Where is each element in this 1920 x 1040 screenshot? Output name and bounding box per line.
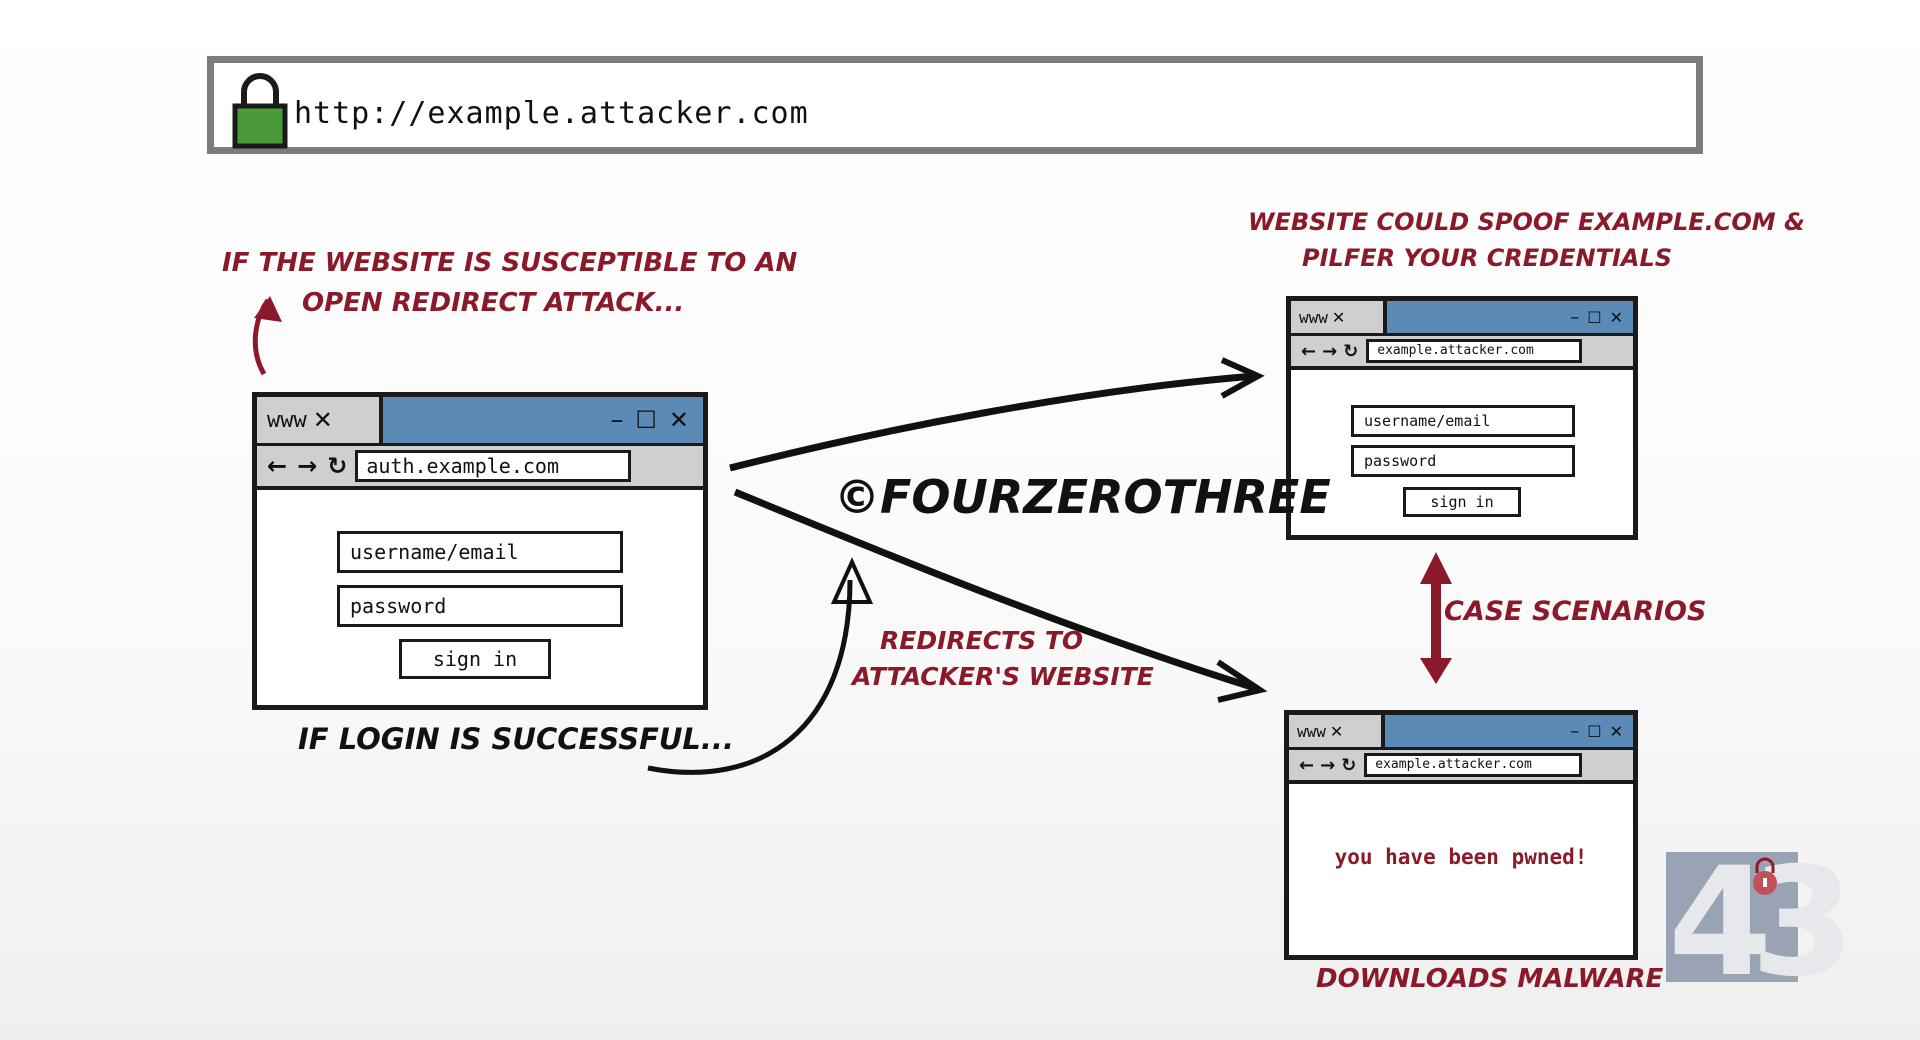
spoof-line2: PILFER YOUR CREDENTIALS bbox=[1302, 244, 1673, 272]
fourzerothree-logo: 43 bbox=[1666, 836, 1855, 1010]
arrow-to-spoof bbox=[729, 372, 1256, 472]
browser-window-auth: www ✕ – ☐ ✕ ← → ↻ auth.example.com usern… bbox=[252, 392, 708, 710]
refresh-icon[interactable]: ↻ bbox=[1341, 754, 1357, 776]
close-icon[interactable]: ✕ bbox=[668, 406, 689, 434]
arrow-to-malware bbox=[733, 488, 1257, 692]
maximize-icon[interactable]: ☐ bbox=[635, 406, 657, 434]
titlebar-www: www bbox=[1299, 307, 1328, 327]
open-redirect-line2: OPEN REDIRECT ATTACK... bbox=[302, 288, 685, 318]
back-icon[interactable]: ← bbox=[1301, 340, 1317, 362]
url-text: http://example.attacker.com bbox=[294, 96, 809, 131]
watermark: ©FOURZEROTHREE bbox=[834, 470, 1331, 524]
username-field[interactable]: username/email bbox=[1351, 405, 1575, 437]
browser-window-spoof: www ✕ – ☐ ✕ ← → ↻ example.attacker.com u… bbox=[1286, 296, 1638, 540]
pwned-message: you have been pwned! bbox=[1334, 845, 1588, 869]
refresh-icon[interactable]: ↻ bbox=[327, 452, 348, 480]
downloads-malware-label: DOWNLOADS MALWARE bbox=[1316, 964, 1664, 994]
case-scenarios-label: CASE SCENARIOS bbox=[1444, 596, 1707, 627]
tab-close-icon[interactable]: ✕ bbox=[312, 406, 333, 434]
tab-close-icon[interactable]: ✕ bbox=[1331, 307, 1346, 327]
arrow-login-redirect bbox=[647, 579, 853, 775]
address-field[interactable]: example.attacker.com bbox=[1366, 339, 1583, 363]
open-redirect-line1: IF THE WEBSITE IS SUSCEPTIBLE TO AN bbox=[222, 248, 798, 278]
password-field[interactable]: password bbox=[1351, 445, 1575, 477]
forward-icon[interactable]: → bbox=[1320, 754, 1336, 776]
address-field[interactable]: auth.example.com bbox=[355, 450, 632, 482]
close-icon[interactable]: ✕ bbox=[1609, 721, 1623, 741]
forward-icon[interactable]: → bbox=[297, 452, 318, 480]
titlebar-www: www bbox=[1297, 721, 1326, 741]
redirects-line2: ATTACKER'S WEBSITE bbox=[852, 662, 1154, 691]
back-icon[interactable]: ← bbox=[1299, 754, 1315, 776]
minimize-icon[interactable]: – bbox=[1570, 306, 1580, 328]
close-icon[interactable]: ✕ bbox=[1609, 307, 1623, 327]
forward-icon[interactable]: → bbox=[1322, 340, 1338, 362]
spoof-line1: WEBSITE COULD SPOOF EXAMPLE.COM & bbox=[1248, 208, 1805, 236]
back-icon[interactable]: ← bbox=[267, 452, 288, 480]
redirects-line1: REDIRECTS TO bbox=[880, 626, 1084, 655]
titlebar-www: www bbox=[267, 407, 307, 433]
logo-lock-icon bbox=[1753, 857, 1777, 895]
logo-text: 43 bbox=[1668, 836, 1855, 1010]
browser-window-malware: www ✕ – ☐ ✕ ← → ↻ example.attacker.com y… bbox=[1284, 710, 1638, 960]
sign-in-button[interactable]: sign in bbox=[399, 639, 551, 679]
username-field[interactable]: username/email bbox=[337, 531, 623, 573]
login-success-label: IF LOGIN IS SUCCESSFUL... bbox=[298, 722, 734, 756]
minimize-icon[interactable]: – bbox=[610, 405, 624, 435]
sign-in-button[interactable]: sign in bbox=[1403, 487, 1521, 517]
lock-icon bbox=[232, 73, 288, 149]
minimize-icon[interactable]: – bbox=[1570, 720, 1580, 742]
maximize-icon[interactable]: ☐ bbox=[1587, 307, 1602, 327]
address-bar[interactable] bbox=[207, 56, 1703, 154]
address-field[interactable]: example.attacker.com bbox=[1364, 753, 1583, 777]
refresh-icon[interactable]: ↻ bbox=[1343, 340, 1359, 362]
password-field[interactable]: password bbox=[337, 585, 623, 627]
maximize-icon[interactable]: ☐ bbox=[1587, 721, 1602, 741]
tab-close-icon[interactable]: ✕ bbox=[1329, 721, 1344, 741]
